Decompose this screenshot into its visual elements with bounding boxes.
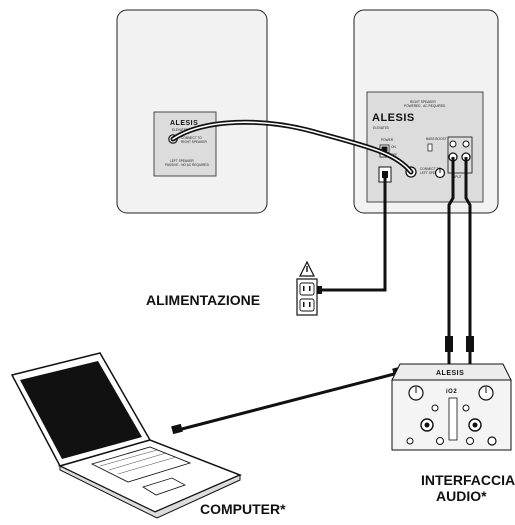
keyboard-row — [99, 449, 158, 467]
power-inlet-socket — [382, 171, 388, 178]
input-jack-top-left — [449, 140, 457, 148]
outlet-socket-top — [299, 282, 315, 296]
interface-label-line1: INTERFACCIA — [421, 472, 515, 488]
power-plug — [316, 286, 322, 294]
left-speaker-cabinet — [116, 9, 268, 214]
left-speaker-model: ELEVATE5 — [172, 128, 188, 132]
left-speaker: ALESIS ELEVATE5 CONNECT TO RIGHT SPEAKER… — [116, 9, 268, 214]
left-speaker-text-3: LEFT SPEAKER — [170, 159, 194, 163]
audio-interface: ALESIS iO2 — [391, 363, 512, 451]
rca-plug-left — [445, 336, 453, 352]
outlet-slot — [309, 286, 311, 291]
right-speaker-header-2: POWERED - AC REQUIRED — [404, 104, 446, 108]
bass-boost-label: BASS BOOST — [426, 137, 447, 141]
small-knob-1 — [431, 404, 439, 412]
interface-label-line2: AUDIO* — [436, 488, 487, 504]
keyboard-row — [108, 452, 167, 471]
power-label: ALIMENTAZIONE — [146, 292, 260, 308]
laptop-base-edge — [59, 465, 241, 519]
right-speaker: RIGHT SPEAKER POWERED - AC REQUIRED ALES… — [353, 9, 499, 214]
meter-strip — [448, 397, 458, 441]
rca-plug-right — [466, 336, 474, 352]
input-jack-top-right — [462, 140, 470, 148]
xlr-input-left-center — [424, 422, 430, 428]
left-speaker-text-2: RIGHT SPEAKER — [181, 140, 207, 144]
output-knob-right — [466, 437, 474, 445]
small-knob-2 — [462, 404, 470, 412]
laptop-trackpad — [142, 477, 186, 496]
connect-label-2: LEFT SPEAKER — [420, 171, 444, 175]
input-label: INPUT — [452, 175, 462, 179]
speaker-link-cable-highlight — [172, 121, 412, 173]
power-cable — [320, 178, 387, 292]
outlet-socket-bottom — [299, 298, 315, 312]
headphone-jack — [487, 436, 497, 446]
output-knob-left — [436, 437, 444, 445]
power-off-label: OFF — [391, 153, 397, 157]
power-outlet — [296, 260, 318, 316]
power-switch-label: POWER — [381, 138, 394, 142]
left-speaker-panel — [153, 111, 217, 177]
left-speaker-text-1: CONNECT TO — [181, 136, 202, 140]
computer-label: COMPUTER* — [200, 501, 286, 517]
keyboard-row — [117, 456, 177, 475]
headphone-knob — [406, 437, 414, 445]
laptop-screen — [20, 361, 142, 459]
rca-cable-right — [464, 157, 472, 372]
left-speaker-brand: ALESIS — [170, 120, 198, 127]
right-speaker-header-1: RIGHT SPEAKER — [410, 100, 436, 104]
outlet-slot — [303, 302, 305, 307]
right-speaker-brand: ALESIS — [372, 112, 415, 124]
interface-brand: ALESIS — [436, 370, 464, 377]
input-jack-box — [447, 136, 473, 174]
interface-model: iO2 — [446, 389, 457, 395]
xlr-input-right-center — [472, 422, 478, 428]
power-on-label: ON — [391, 145, 396, 149]
laptop-keyboard — [90, 446, 192, 483]
connect-label-1: CONNECT TO — [420, 167, 441, 171]
usb-plug-laptop — [171, 423, 183, 435]
left-speaker-text-4: PASSIVE - NO AC REQUIRED — [165, 163, 210, 167]
right-speaker-model: ELEVATE5 — [373, 126, 389, 130]
usb-cable — [177, 371, 399, 432]
rca-cable-left — [447, 157, 455, 372]
outlet-slot — [303, 286, 305, 291]
power-switch-rocker — [381, 146, 388, 152]
laptop — [10, 352, 242, 519]
outlet-slot — [309, 302, 311, 307]
bass-boost-switch — [427, 143, 433, 152]
